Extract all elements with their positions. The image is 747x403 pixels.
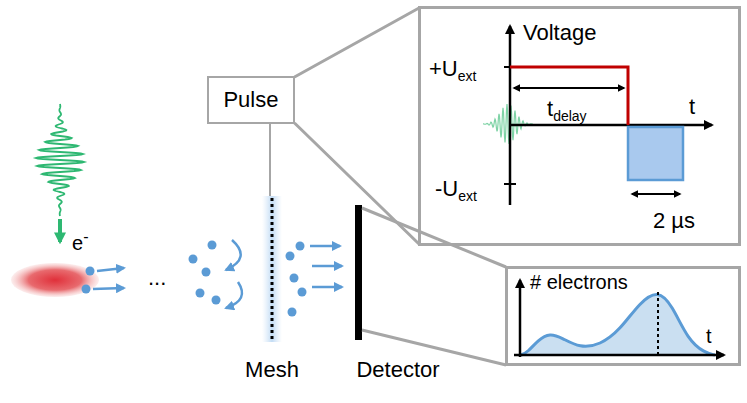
panel-text: Voltage xyxy=(523,21,596,45)
label-group: -Uext xyxy=(435,177,477,205)
electron-symbol: e xyxy=(72,232,83,254)
positive-voltage xyxy=(510,67,628,125)
label-group: tdelay xyxy=(547,97,587,125)
electron-signal xyxy=(521,294,715,355)
panel-text: 2 µs xyxy=(653,209,695,233)
charge-sign: - xyxy=(83,228,88,245)
electron-label: e- xyxy=(72,228,88,254)
detector xyxy=(355,205,362,340)
peak-marker xyxy=(657,292,659,355)
voltage-axis xyxy=(509,26,512,205)
mesh xyxy=(271,198,274,340)
mesh-glow xyxy=(262,196,282,342)
inset-panel: Voltaget+Uexttdelay-Uext2 µs xyxy=(418,6,741,246)
laser-pulse xyxy=(36,104,84,216)
symbol: t xyxy=(547,96,553,121)
panel-text: # electrons xyxy=(530,271,628,293)
panel-text: Pulse xyxy=(223,88,278,112)
label-group: +Uext xyxy=(429,57,476,85)
zoom-line xyxy=(362,208,506,267)
part-label: ... xyxy=(148,266,166,290)
pulse-box: Pulse xyxy=(207,76,294,124)
inset-panel: # electrons t xyxy=(505,266,741,366)
sample xyxy=(11,263,99,297)
delay-arrow xyxy=(514,87,624,89)
width-arrow xyxy=(632,193,680,195)
zoom-connector xyxy=(295,8,419,244)
panel-text: t xyxy=(706,325,712,347)
symbol: +U xyxy=(429,56,458,81)
pulse-wire xyxy=(269,124,271,196)
part-label: Mesh xyxy=(245,358,299,382)
laser-pulse xyxy=(36,104,84,216)
subscript: ext xyxy=(458,188,477,204)
subscript: delay xyxy=(553,108,586,124)
subscript: ext xyxy=(458,68,477,84)
symbol: -U xyxy=(435,176,458,201)
electron-arrows xyxy=(93,240,342,308)
laser-arrow xyxy=(58,219,62,242)
tick xyxy=(504,183,516,185)
negative-pulse xyxy=(628,127,683,180)
part-label: Detector xyxy=(356,358,439,382)
signal-axis xyxy=(519,280,522,357)
panel-text: t xyxy=(689,95,695,119)
signal-time-axis xyxy=(514,354,724,357)
